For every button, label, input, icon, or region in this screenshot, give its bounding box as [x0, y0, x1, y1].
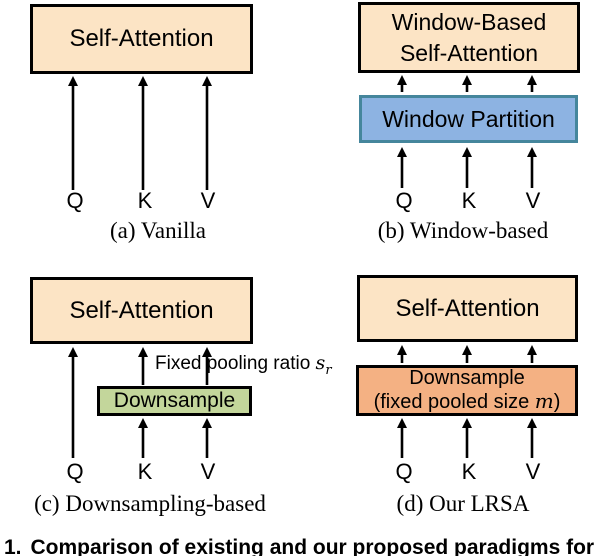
window-based-label-line2: Self-Attention — [399, 39, 539, 66]
input-label-k-c: K — [137, 459, 153, 484]
input-label-q-a: Q — [66, 188, 84, 213]
self-attention-label-c: Self-Attention — [69, 296, 214, 324]
input-label-v-d: V — [525, 459, 541, 484]
panel-caption-c: (c) Downsampling-based — [34, 491, 266, 516]
downsample-d-line2-pre: (fixed pooled size — [373, 391, 535, 413]
downsample-box-c: Downsample — [97, 386, 252, 416]
panel-caption-a: (a) Vanilla — [109, 218, 206, 243]
window-based-label-line1: Window-Based — [391, 8, 547, 35]
input-label-v-b: V — [525, 188, 541, 213]
downsample-label-d-line2: (fixed pooled size m) — [374, 390, 561, 414]
self-attention-box-c: Self-Attention — [30, 277, 253, 344]
downsample-d-var-m: m — [534, 389, 554, 413]
downsample-d-line2-post: ) — [553, 391, 561, 413]
panel-caption-b: (b) Window-based — [377, 218, 549, 243]
figure-caption-text: Comparison of existing and our proposed … — [30, 536, 595, 556]
figure-caption: 1. Comparison of existing and our propose… — [4, 536, 594, 556]
window-partition-label: Window Partition — [382, 105, 555, 132]
downsample-label-d-line1: Downsample — [409, 367, 525, 389]
annotation-text: Fixed pooling ratio — [155, 353, 316, 374]
input-label-v-a: V — [200, 188, 216, 213]
downsample-label-c: Downsample — [113, 389, 236, 412]
input-label-v-c: V — [200, 459, 216, 484]
panel-caption-d: (d) Our LRSA — [396, 491, 530, 516]
window-based-self-attention-box: Window-Based Self-Attention — [358, 2, 580, 73]
downsample-box-d: Downsample (fixed pooled size m) — [356, 365, 578, 416]
input-label-q-d: Q — [395, 459, 413, 484]
self-attention-label-d: Self-Attention — [395, 294, 540, 322]
annotation-pooling-ratio: Fixed pooling ratio sr — [155, 352, 332, 378]
figure-caption-number: 1. — [4, 536, 22, 556]
input-label-k-d: K — [461, 459, 477, 484]
self-attention-label-a: Self-Attention — [69, 25, 214, 52]
annotation-sub-r: r — [325, 362, 332, 378]
self-attention-box-d: Self-Attention — [357, 275, 578, 342]
annotation-var-s: s — [315, 352, 326, 374]
self-attention-box-a: Self-Attention — [30, 4, 253, 74]
input-label-k-a: K — [137, 188, 153, 213]
input-label-k-b: K — [461, 188, 477, 213]
input-label-q-c: Q — [66, 459, 84, 484]
input-label-q-b: Q — [395, 188, 413, 213]
window-partition-box: Window Partition — [359, 95, 578, 143]
